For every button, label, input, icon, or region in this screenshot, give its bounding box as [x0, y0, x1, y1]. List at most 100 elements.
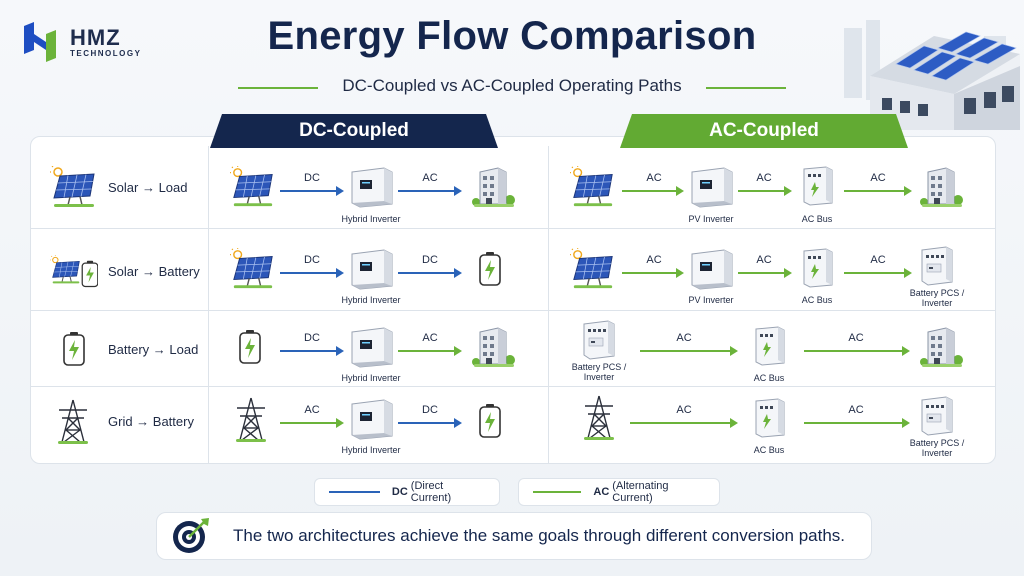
ac-arrow	[738, 186, 792, 196]
arrow-label: AC	[870, 172, 886, 184]
transmission-tower-icon	[234, 396, 268, 442]
logo-mark-icon	[24, 22, 56, 62]
subtitle-rule-right	[706, 87, 786, 89]
inverter-icon	[348, 398, 394, 440]
ac-bus-icon	[752, 326, 786, 366]
arrow-label: AC	[848, 332, 864, 344]
building-icon	[918, 164, 964, 208]
building-icon	[470, 324, 516, 368]
arrow-label: AC	[304, 404, 320, 416]
column-divider	[208, 146, 209, 464]
dc-arrow	[398, 268, 462, 278]
device-caption: PV Inverter	[688, 295, 734, 305]
summary-note: The two architectures achieve the same g…	[156, 512, 872, 560]
arrow-label: AC	[756, 172, 772, 184]
battery-icon	[478, 250, 502, 288]
ac-arrow	[738, 268, 792, 278]
ac-bus-icon	[800, 166, 834, 206]
legend-dc: DC (Direct Current)	[314, 478, 500, 506]
building-icon	[918, 324, 964, 368]
ac-bus-icon	[752, 398, 786, 438]
ac-arrow	[640, 346, 738, 356]
arrow-label: AC	[756, 254, 772, 266]
battery-pcs-icon	[918, 246, 956, 286]
device-caption: AC Bus	[753, 445, 785, 455]
row-label-text: Solar → Load	[108, 179, 188, 195]
row-label-text: Grid → Battery	[108, 413, 194, 429]
row-label-text: Battery → Load	[108, 341, 199, 357]
page-title: Energy Flow Comparison	[267, 14, 757, 58]
arrow-label: AC	[646, 254, 662, 266]
device-caption: Battery PCS / Inverter	[571, 362, 627, 382]
solar-panel-icon	[570, 248, 616, 290]
battery-icon	[238, 328, 262, 366]
arrow-label: AC	[422, 172, 438, 184]
ac-arrow	[804, 346, 910, 356]
battery-icon	[478, 402, 502, 440]
solar-panel-icon	[230, 248, 276, 290]
row-label-battery-load: Battery → Load	[50, 328, 198, 370]
legend-dc-label: DC	[391, 486, 408, 498]
legend-ac-desc: (Alternating Current)	[612, 480, 669, 504]
inverter-icon	[688, 166, 734, 208]
building-icon	[470, 164, 516, 208]
logo-name: HMZ	[70, 24, 121, 50]
inverter-icon	[348, 166, 394, 208]
device-caption: Battery PCS / Inverter	[909, 438, 965, 458]
device-caption: PV Inverter	[688, 214, 734, 224]
transmission-tower-icon	[582, 394, 616, 440]
arrow-label: DC	[422, 254, 438, 266]
solar-panel-icon	[230, 166, 276, 208]
dc-arrow	[398, 418, 462, 428]
ac-arrow	[630, 418, 738, 428]
device-caption: Hybrid Inverter	[341, 295, 401, 305]
transmission-tower-icon	[50, 398, 98, 444]
row-label-solar-load: Solar → Load	[50, 166, 188, 208]
dc-arrow	[280, 268, 344, 278]
device-caption: Hybrid Inverter	[341, 214, 401, 224]
arrow-label: AC	[848, 404, 864, 416]
legend-dc-desc: (Direct Current)	[410, 480, 452, 504]
arrow-label: AC	[676, 332, 692, 344]
device-caption: Hybrid Inverter	[341, 373, 401, 383]
arrow-label: DC	[304, 332, 320, 344]
row-label-text: Solar → Battery	[108, 263, 200, 279]
battery-icon	[50, 328, 98, 370]
arrow-label: DC	[304, 254, 320, 266]
ac-arrow	[804, 418, 910, 428]
row-label-solar-battery: Solar → Battery	[50, 250, 200, 292]
row-label-grid-battery: Grid → Battery	[50, 398, 194, 444]
solar-building-illustration	[844, 20, 1020, 130]
arrow-label: AC	[870, 254, 886, 266]
ac-arrow	[622, 268, 684, 278]
device-caption: AC Bus	[801, 214, 833, 224]
device-caption: Hybrid Inverter	[341, 445, 401, 455]
legend-ac-label: AC	[593, 486, 610, 498]
ac-line-swatch	[533, 491, 582, 493]
ac-arrow	[844, 268, 912, 278]
device-caption: AC Bus	[801, 295, 833, 305]
device-caption: AC Bus	[753, 373, 785, 383]
dc-arrow	[280, 186, 344, 196]
device-caption: Battery PCS / Inverter	[909, 288, 965, 308]
summary-text: The two architectures achieve the same g…	[233, 526, 846, 545]
dc-arrow	[280, 346, 344, 356]
solar-panel-icon	[50, 166, 98, 208]
column-divider	[548, 146, 549, 464]
arrow-label: DC	[422, 404, 438, 416]
solar-battery-icon	[50, 250, 98, 292]
ac-arrow	[398, 346, 462, 356]
row-divider	[30, 228, 996, 229]
legend-ac: AC (Alternating Current)	[518, 478, 720, 506]
comparison-table	[30, 136, 996, 464]
arrow-label: AC	[646, 172, 662, 184]
solar-panel-icon	[570, 166, 616, 208]
ac-arrow	[622, 186, 684, 196]
row-divider	[30, 386, 996, 387]
target-icon	[173, 518, 209, 553]
dc-line-swatch	[329, 491, 380, 493]
inverter-icon	[348, 326, 394, 368]
page-subtitle: DC-Coupled vs AC-Coupled Operating Paths	[342, 76, 682, 95]
ac-bus-icon	[800, 248, 834, 288]
arrow-label: AC	[422, 332, 438, 344]
